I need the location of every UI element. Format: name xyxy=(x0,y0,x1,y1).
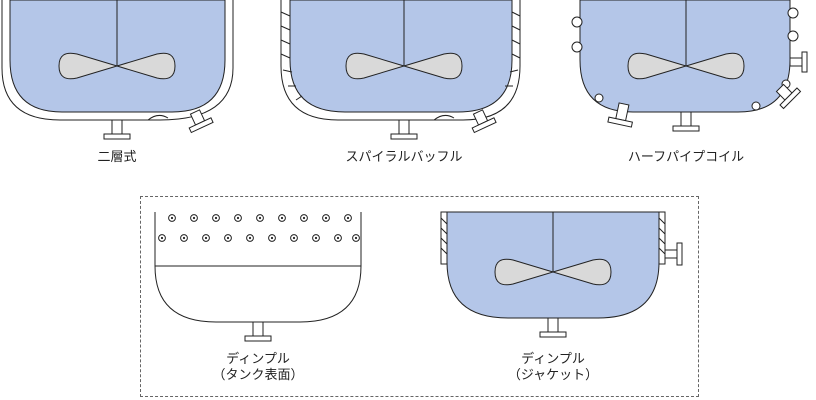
vessel-dimple-tank-surface xyxy=(154,212,362,342)
dimple-group-box xyxy=(140,196,699,397)
label-spiral-baffle: スパイラルバッフル xyxy=(345,150,463,165)
vessel-dimple-jacket xyxy=(440,211,683,338)
label-dimple-jacket: ディンプル （ジャケット） xyxy=(507,352,599,383)
vessel-spiral-baffle xyxy=(280,0,521,140)
label-dimple-tank-surface: ディンプル （タンク表面） xyxy=(212,352,304,383)
label-half-pipe-coil: ハーフパイプコイル xyxy=(627,150,745,165)
vessel-half-pipe-coil xyxy=(571,0,808,132)
label-double-layer: 二層式 xyxy=(97,150,137,165)
vessel-double-layer xyxy=(1,0,234,140)
